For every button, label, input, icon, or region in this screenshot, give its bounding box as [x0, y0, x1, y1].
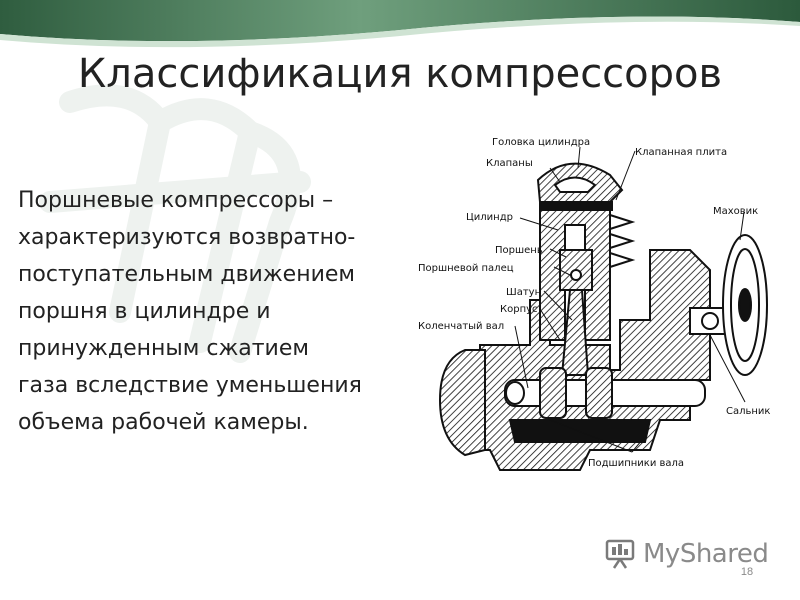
body-line: принужденным сжатием	[18, 336, 309, 361]
leader-lines	[514, 146, 746, 453]
label-valves: Клапаны	[486, 158, 533, 169]
label-valve-plate: Клапанная плита	[635, 147, 727, 158]
body-line: объема рабочей камеры.	[18, 410, 309, 435]
body-line: газа вследствие уменьшения	[18, 373, 362, 398]
compressor-drawing	[438, 162, 768, 471]
label-crankshaft: Коленчатый вал	[418, 321, 504, 332]
slide-title: Классификация компрессоров	[77, 51, 723, 97]
body-line: Поршневые компрессоры –	[18, 188, 334, 213]
label-cylinder: Цилиндр	[466, 212, 513, 223]
body-text: Поршневые компрессоры – характеризуются …	[18, 182, 418, 441]
label-flywheel: Маховик	[713, 206, 758, 217]
header-banner	[0, 0, 800, 48]
label-cylinder-head: Головка цилиндра	[492, 137, 590, 148]
logo-text: MyShared	[643, 539, 769, 569]
label-connecting-rod: Шатун	[506, 287, 541, 298]
body-line: поршня в цилиндре и	[18, 299, 271, 324]
label-piston: Поршень	[495, 245, 543, 256]
body-line: поступательным движением	[18, 262, 356, 287]
compressor-diagram: Головка цилиндра Клапаны Клапанная плита…	[418, 137, 770, 471]
presentation-screen-icon	[605, 539, 635, 569]
watermark-monogram	[39, 84, 311, 363]
body-line: характеризуются возвратно-	[18, 225, 356, 250]
label-housing: Корпус	[500, 304, 538, 315]
label-gland: Сальник	[726, 406, 770, 417]
label-piston-pin: Поршневой палец	[418, 263, 514, 274]
myshared-logo: MyShared	[605, 536, 769, 572]
page-number: 18	[740, 566, 754, 578]
label-shaft-bearings: Подшипники вала	[588, 458, 684, 469]
